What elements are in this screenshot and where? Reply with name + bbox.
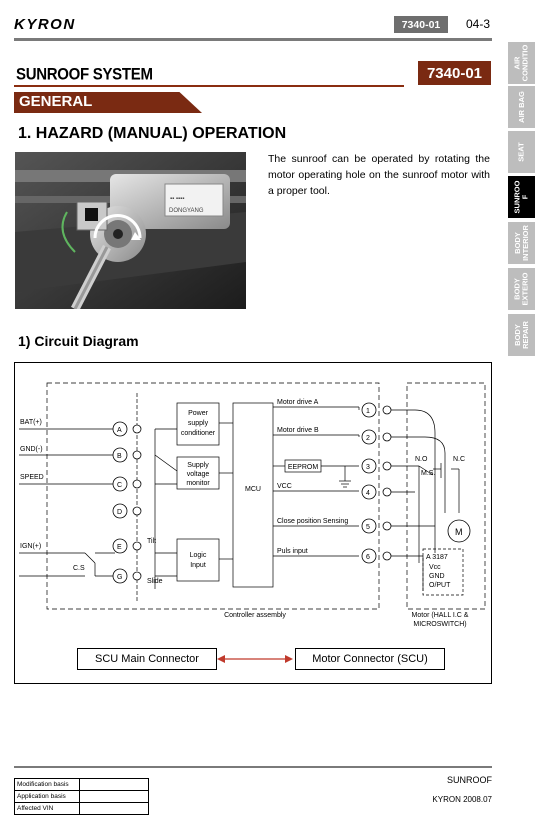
motor-photo: ▪▪ ▪▪▪▪ DONGYANG	[15, 152, 246, 309]
circuit-heading: 1) Circuit Diagram	[18, 333, 139, 349]
mcu-label: MCU	[245, 486, 261, 493]
tab-label: BODY REPAIR	[512, 321, 530, 349]
pin-a: A	[117, 427, 122, 434]
tab-label: BODY EXTERIO	[512, 272, 530, 306]
input-bat: BAT(+)	[20, 419, 42, 426]
eeprom-label: EEPROM	[288, 464, 319, 471]
pin-d: D	[117, 509, 122, 516]
tab-body-interior[interactable]: BODY INTERIOR	[508, 222, 535, 264]
row-value	[79, 778, 149, 791]
header-divider	[14, 38, 492, 41]
signal-motor-a: Motor drive A	[277, 399, 319, 406]
svg-text:▪▪ ▪▪▪▪: ▪▪ ▪▪▪▪	[170, 196, 184, 202]
row-value	[79, 790, 149, 803]
signal-motor-b: Motor drive B	[277, 427, 319, 434]
power-label-3: conditioner	[181, 430, 216, 437]
pin-5: 5	[366, 524, 370, 531]
row-value	[79, 802, 149, 815]
pin-e: E	[117, 544, 122, 551]
power-label-2: supply	[188, 420, 209, 427]
pin-b: B	[117, 453, 122, 460]
system-title: SUNROOF SYSTEM	[16, 65, 153, 84]
row-application: Application basis	[14, 790, 80, 803]
tab-label: SUNROO F	[512, 180, 530, 214]
scu-main-connector: SCU Main Connector	[77, 648, 217, 670]
input-gnd: GND(-)	[20, 446, 43, 453]
tab-label: AIR CONDITIO	[512, 44, 530, 82]
pin-1: 1	[366, 408, 370, 415]
input-speed: SPEED	[20, 474, 44, 481]
tab-label: BODY INTERIOR	[512, 225, 530, 261]
tab-seat[interactable]: SEAT	[508, 131, 535, 173]
tab-air-conditioning[interactable]: AIR CONDITIO	[508, 42, 535, 84]
motor-photo-illustration: ▪▪ ▪▪▪▪ DONGYANG	[15, 152, 246, 309]
pin-c: C	[117, 482, 122, 489]
pin-g: G	[117, 574, 122, 581]
system-code-badge: 7340-01	[418, 61, 491, 85]
hall-output: O/PUT	[429, 582, 451, 589]
pin-2: 2	[366, 435, 370, 442]
signal-close-position: Close position Sensing	[277, 518, 348, 525]
footer-divider	[14, 766, 492, 768]
signal-vcc: VCC	[277, 483, 292, 490]
footer-model: KYRON 2008.07	[432, 795, 492, 804]
power-supply-block	[176, 402, 220, 446]
motor-hall-label-2: MICROSWITCH)	[413, 621, 466, 628]
logic-label-2: Input	[190, 562, 206, 569]
photo-label: DONGYANG	[169, 208, 204, 214]
tab-label: AIR BAG	[516, 91, 526, 123]
hall-part: A 3187	[426, 554, 448, 561]
title-underline	[14, 85, 404, 87]
switch-ms: M.S.	[421, 470, 435, 477]
signal-puls-input: Puls input	[277, 548, 308, 555]
tab-label: SEAT	[516, 142, 526, 162]
supply-label-1: Supply	[187, 462, 209, 469]
motor-symbol	[447, 519, 471, 543]
page-number: 04-3	[466, 17, 491, 31]
slide-label: Slide	[147, 578, 163, 585]
tab-sunroof[interactable]: SUNROO F	[508, 176, 535, 218]
tab-air-bag[interactable]: AIR BAG	[508, 86, 535, 128]
header-code: 7340-01	[394, 16, 448, 33]
mcu-block	[232, 402, 274, 588]
switch-no: N.O	[415, 456, 428, 463]
brand-logo: KYRON	[14, 16, 76, 33]
section-banner: GENERAL	[14, 92, 202, 113]
section-label: GENERAL	[19, 93, 93, 110]
connector-arrow	[217, 655, 293, 663]
switch-nc: N.C	[453, 456, 465, 463]
cs-label: C.S	[73, 565, 85, 572]
circuit-diagram: BAT(+) GND(-) SPEED IGN(+) C.S A B C D E…	[14, 362, 492, 684]
row-vin: Affected VIN	[14, 802, 80, 815]
hall-vcc: Vcc	[429, 564, 441, 571]
footer-section: SUNROOF	[447, 775, 492, 785]
supply-label-3: monitor	[186, 480, 210, 487]
input-ign: IGN(+)	[20, 543, 41, 550]
tab-body-repair[interactable]: BODY REPAIR	[508, 314, 535, 356]
tab-body-exterior[interactable]: BODY EXTERIO	[508, 268, 535, 310]
pin-6: 6	[366, 554, 370, 561]
pin-4: 4	[366, 490, 370, 497]
hazard-description: The sunroof can be operated by rotating …	[268, 153, 490, 197]
row-modification: Modification basis	[14, 778, 80, 791]
motor-label: M	[455, 527, 463, 537]
circuit-schematic: BAT(+) GND(-) SPEED IGN(+) C.S A B C D E…	[19, 382, 486, 663]
revision-table: Modification basis Application basis Aff…	[14, 778, 149, 815]
logic-label-1: Logic	[190, 552, 207, 559]
motor-connector: Motor Connector (SCU)	[295, 648, 445, 670]
motor-hall-label-1: Motor (HALL I.C &	[412, 612, 469, 619]
tilt-label: Tilt	[147, 538, 156, 545]
pin-3: 3	[366, 464, 370, 471]
power-label-1: Power	[188, 410, 209, 417]
supply-label-2: voltage	[187, 471, 210, 478]
logic-input-block	[176, 538, 220, 582]
controller-assembly-label: Controller assembly	[224, 612, 286, 619]
hall-gnd: GND	[429, 573, 445, 580]
hazard-heading: 1. HAZARD (MANUAL) OPERATION	[18, 125, 287, 142]
